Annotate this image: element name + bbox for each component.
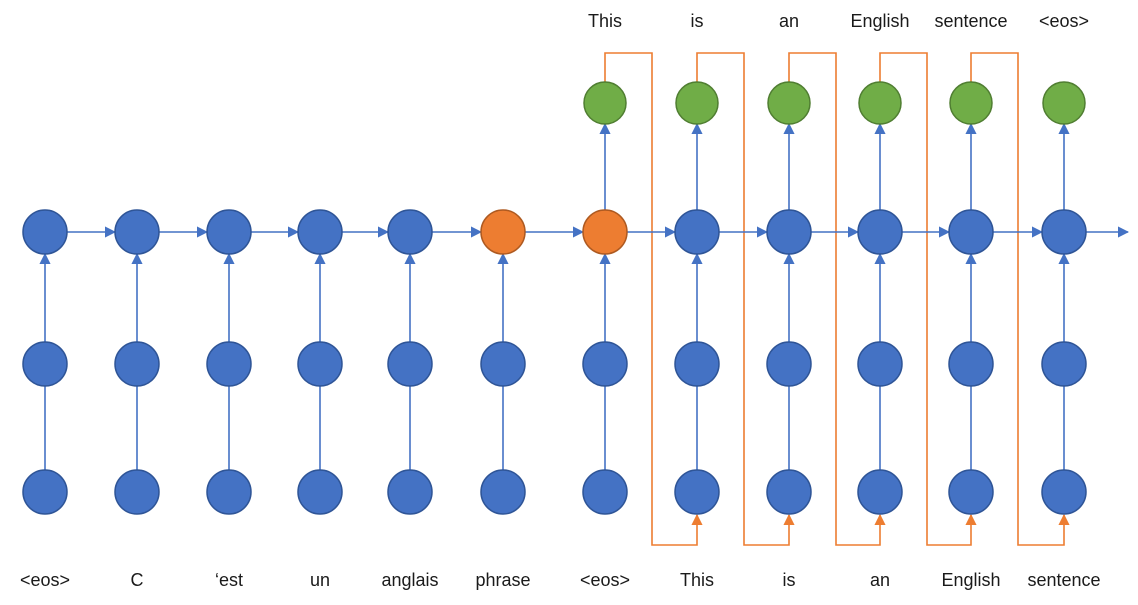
input-token-label: <eos> (579, 570, 631, 590)
output-token-label: English (850, 11, 910, 31)
lstm-layer1-node (1041, 341, 1087, 387)
feedback-loop (604, 52, 703, 546)
lstm-layer1-node (480, 341, 526, 387)
output-token-label: sentence (934, 11, 1008, 31)
feedback-loop (879, 52, 977, 546)
feedback-loop (788, 52, 886, 546)
output-node (675, 81, 719, 125)
lstm-layer2-node (766, 209, 812, 255)
embedding-node (480, 469, 526, 515)
lstm-layer1-node (114, 341, 160, 387)
lstm-layer2-node (22, 209, 68, 255)
lstm-layer2-node (206, 209, 252, 255)
lstm-layer1-node (948, 341, 994, 387)
output-node (583, 81, 627, 125)
output-token-label: is (690, 11, 704, 31)
feedback-loop (696, 52, 795, 546)
input-token-label: This (679, 570, 715, 590)
output-token-label: <eos> (1038, 11, 1090, 31)
lstm-layer2-node (297, 209, 343, 255)
feedback-loop (970, 52, 1070, 546)
context-node (582, 209, 628, 255)
embedding-node (766, 469, 812, 515)
lstm-layer2-node (114, 209, 160, 255)
embedding-node (206, 469, 252, 515)
input-token-label: is (782, 570, 796, 590)
lstm-layer1-node (582, 341, 628, 387)
input-token-label: <eos> (19, 570, 71, 590)
embedding-node (1041, 469, 1087, 515)
lstm-layer2-node (1041, 209, 1087, 255)
output-node (1042, 81, 1086, 125)
lstm-layer2-node (857, 209, 903, 255)
input-token-label: anglais (381, 570, 439, 590)
output-node (858, 81, 902, 125)
lstm-layer1-node (766, 341, 812, 387)
lstm-layer2-node (948, 209, 994, 255)
embedding-node (297, 469, 343, 515)
embedding-node (114, 469, 160, 515)
feedback-lines (604, 52, 1070, 546)
lstm-layer2-node (674, 209, 720, 255)
output-token-label: This (587, 11, 623, 31)
nodes (22, 81, 1087, 515)
embedding-node (22, 469, 68, 515)
lstm-layer1-node (206, 341, 252, 387)
input-token-label: an (869, 570, 891, 590)
lstm-layer1-node (387, 341, 433, 387)
output-node (767, 81, 811, 125)
output-token-label: an (778, 11, 800, 31)
output-node (949, 81, 993, 125)
embedding-node (857, 469, 903, 515)
lstm-layer2-node (387, 209, 433, 255)
lstm-layer1-node (297, 341, 343, 387)
arrows (39, 122, 1130, 470)
embedding-node (674, 469, 720, 515)
lstm-layer1-node (22, 341, 68, 387)
lstm-layer1-node (674, 341, 720, 387)
input-token-label: ‘est (214, 570, 244, 590)
embedding-node (582, 469, 628, 515)
context-node (480, 209, 526, 255)
input-token-label: C (130, 570, 144, 590)
input-token-label: un (309, 570, 331, 590)
embedding-node (948, 469, 994, 515)
lstm-layer1-node (857, 341, 903, 387)
embedding-node (387, 469, 433, 515)
input-token-label: phrase (475, 570, 531, 590)
input-token-label: sentence (1027, 570, 1101, 590)
input-token-label: English (941, 570, 1001, 590)
